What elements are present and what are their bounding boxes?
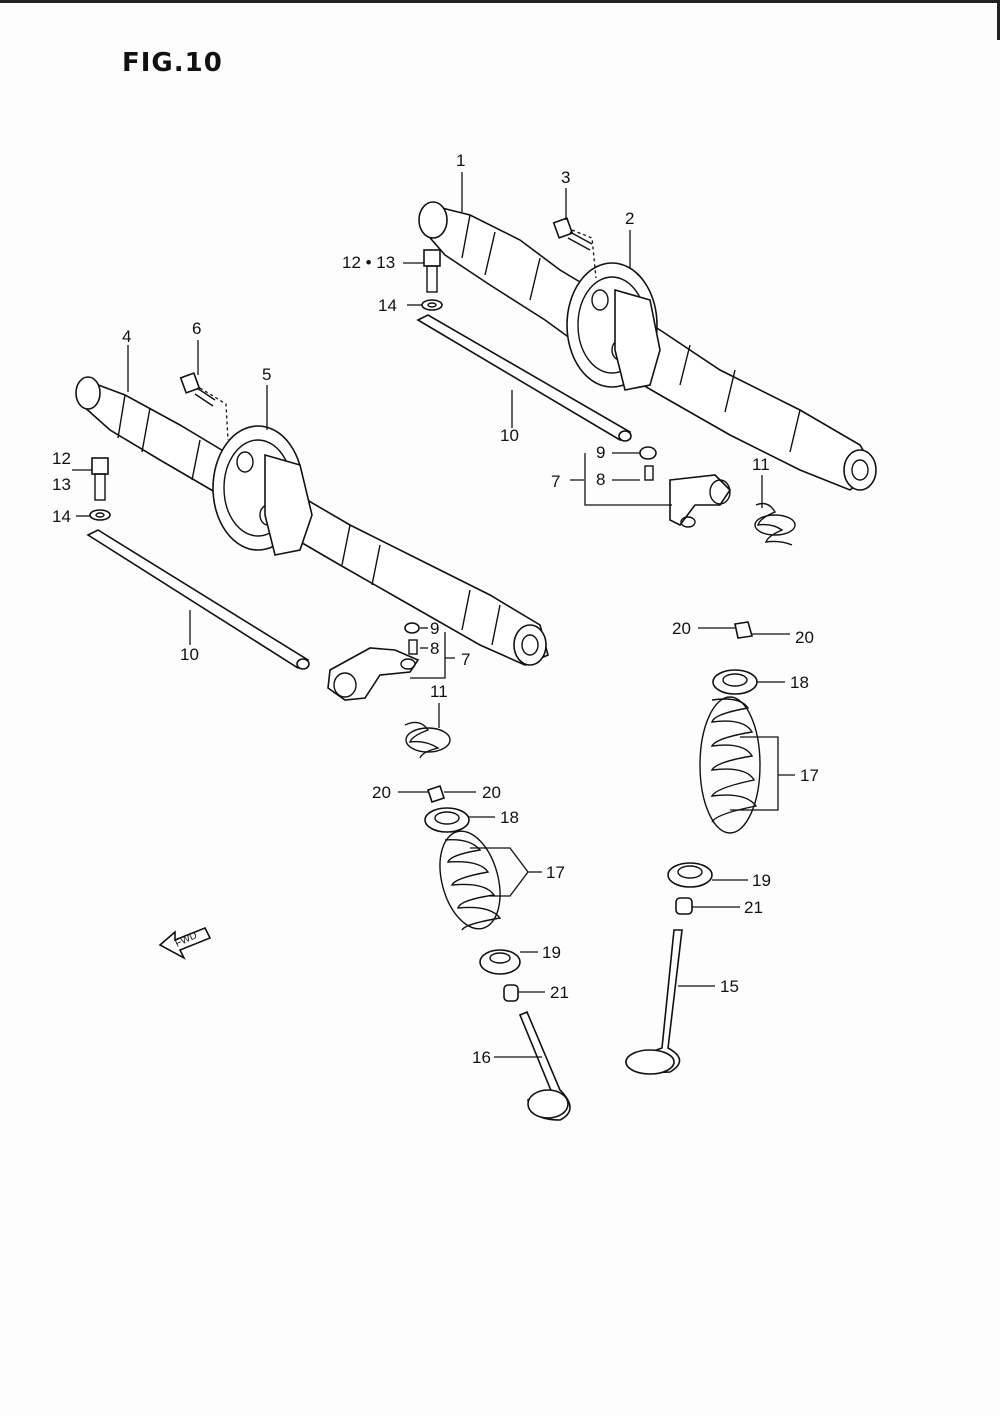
sprocket-bolt-upper [552, 217, 593, 251]
sprocket-bolt-lower [179, 372, 216, 407]
callout-18-right: 18 [790, 673, 809, 692]
callout-20-left-a: 20 [372, 783, 391, 802]
callout-3: 3 [561, 168, 570, 187]
callout-9-lower: 9 [430, 619, 439, 638]
callout-8-upper: 8 [596, 470, 605, 489]
callout-17-right: 17 [800, 766, 819, 785]
leader-lines [72, 172, 795, 1058]
callout-13-lower: 13 [52, 475, 71, 494]
callout-20-right-b: 20 [795, 628, 814, 647]
callout-12-13-upper: 12 • 13 [342, 253, 395, 272]
callout-1: 1 [456, 151, 465, 170]
callout-11-lower: 11 [430, 682, 448, 701]
cam-sprocket-upper [566, 262, 661, 391]
callout-21-left: 21 [550, 983, 569, 1002]
callout-2: 2 [625, 209, 634, 228]
rocker-shaft-upper [416, 314, 632, 442]
rocker-shaft-lower [86, 529, 310, 670]
callout-20-left-b: 20 [482, 783, 501, 802]
callout-labels: 1 2 3 4 5 6 7 7 8 8 9 9 10 10 11 11 12 •… [52, 151, 819, 1067]
page-border-right [997, 0, 1000, 40]
shaft-bolt-upper [421, 249, 443, 311]
callout-4: 4 [122, 327, 131, 346]
rocker-arm-lower [327, 622, 451, 759]
figure-title: FIG.10 [122, 48, 223, 78]
callout-10-upper: 10 [500, 426, 519, 445]
page-border-top [0, 0, 1000, 3]
callout-20-right-a: 20 [672, 619, 691, 638]
callout-11-upper: 11 [752, 455, 770, 474]
callout-15: 15 [720, 977, 739, 996]
callout-10-lower: 10 [180, 645, 199, 664]
forward-direction-arrow[interactable]: FWD [158, 926, 212, 960]
callout-14-lower: 14 [52, 507, 71, 526]
callout-17-left: 17 [546, 863, 565, 882]
camshaft-lower [75, 376, 549, 666]
callout-19-right: 19 [752, 871, 771, 890]
callout-14-upper: 14 [378, 296, 397, 315]
callout-5: 5 [262, 365, 271, 384]
callout-16: 16 [472, 1048, 491, 1067]
shaft-bolt-lower [89, 457, 111, 521]
callout-18-left: 18 [500, 808, 519, 827]
valve-assembly-right [625, 621, 761, 1075]
callout-19-left: 19 [542, 943, 561, 962]
callout-21-right: 21 [744, 898, 763, 917]
callout-7-upper: 7 [551, 472, 560, 491]
callout-8-lower: 8 [430, 639, 439, 658]
callout-6: 6 [192, 319, 201, 338]
callout-9-upper: 9 [596, 443, 605, 462]
callout-12-lower: 12 [52, 449, 71, 468]
valve-assembly-left [424, 784, 571, 1121]
cam-sprocket-lower [212, 425, 313, 556]
callout-7-lower: 7 [461, 650, 470, 669]
rocker-arm-upper [639, 446, 796, 546]
